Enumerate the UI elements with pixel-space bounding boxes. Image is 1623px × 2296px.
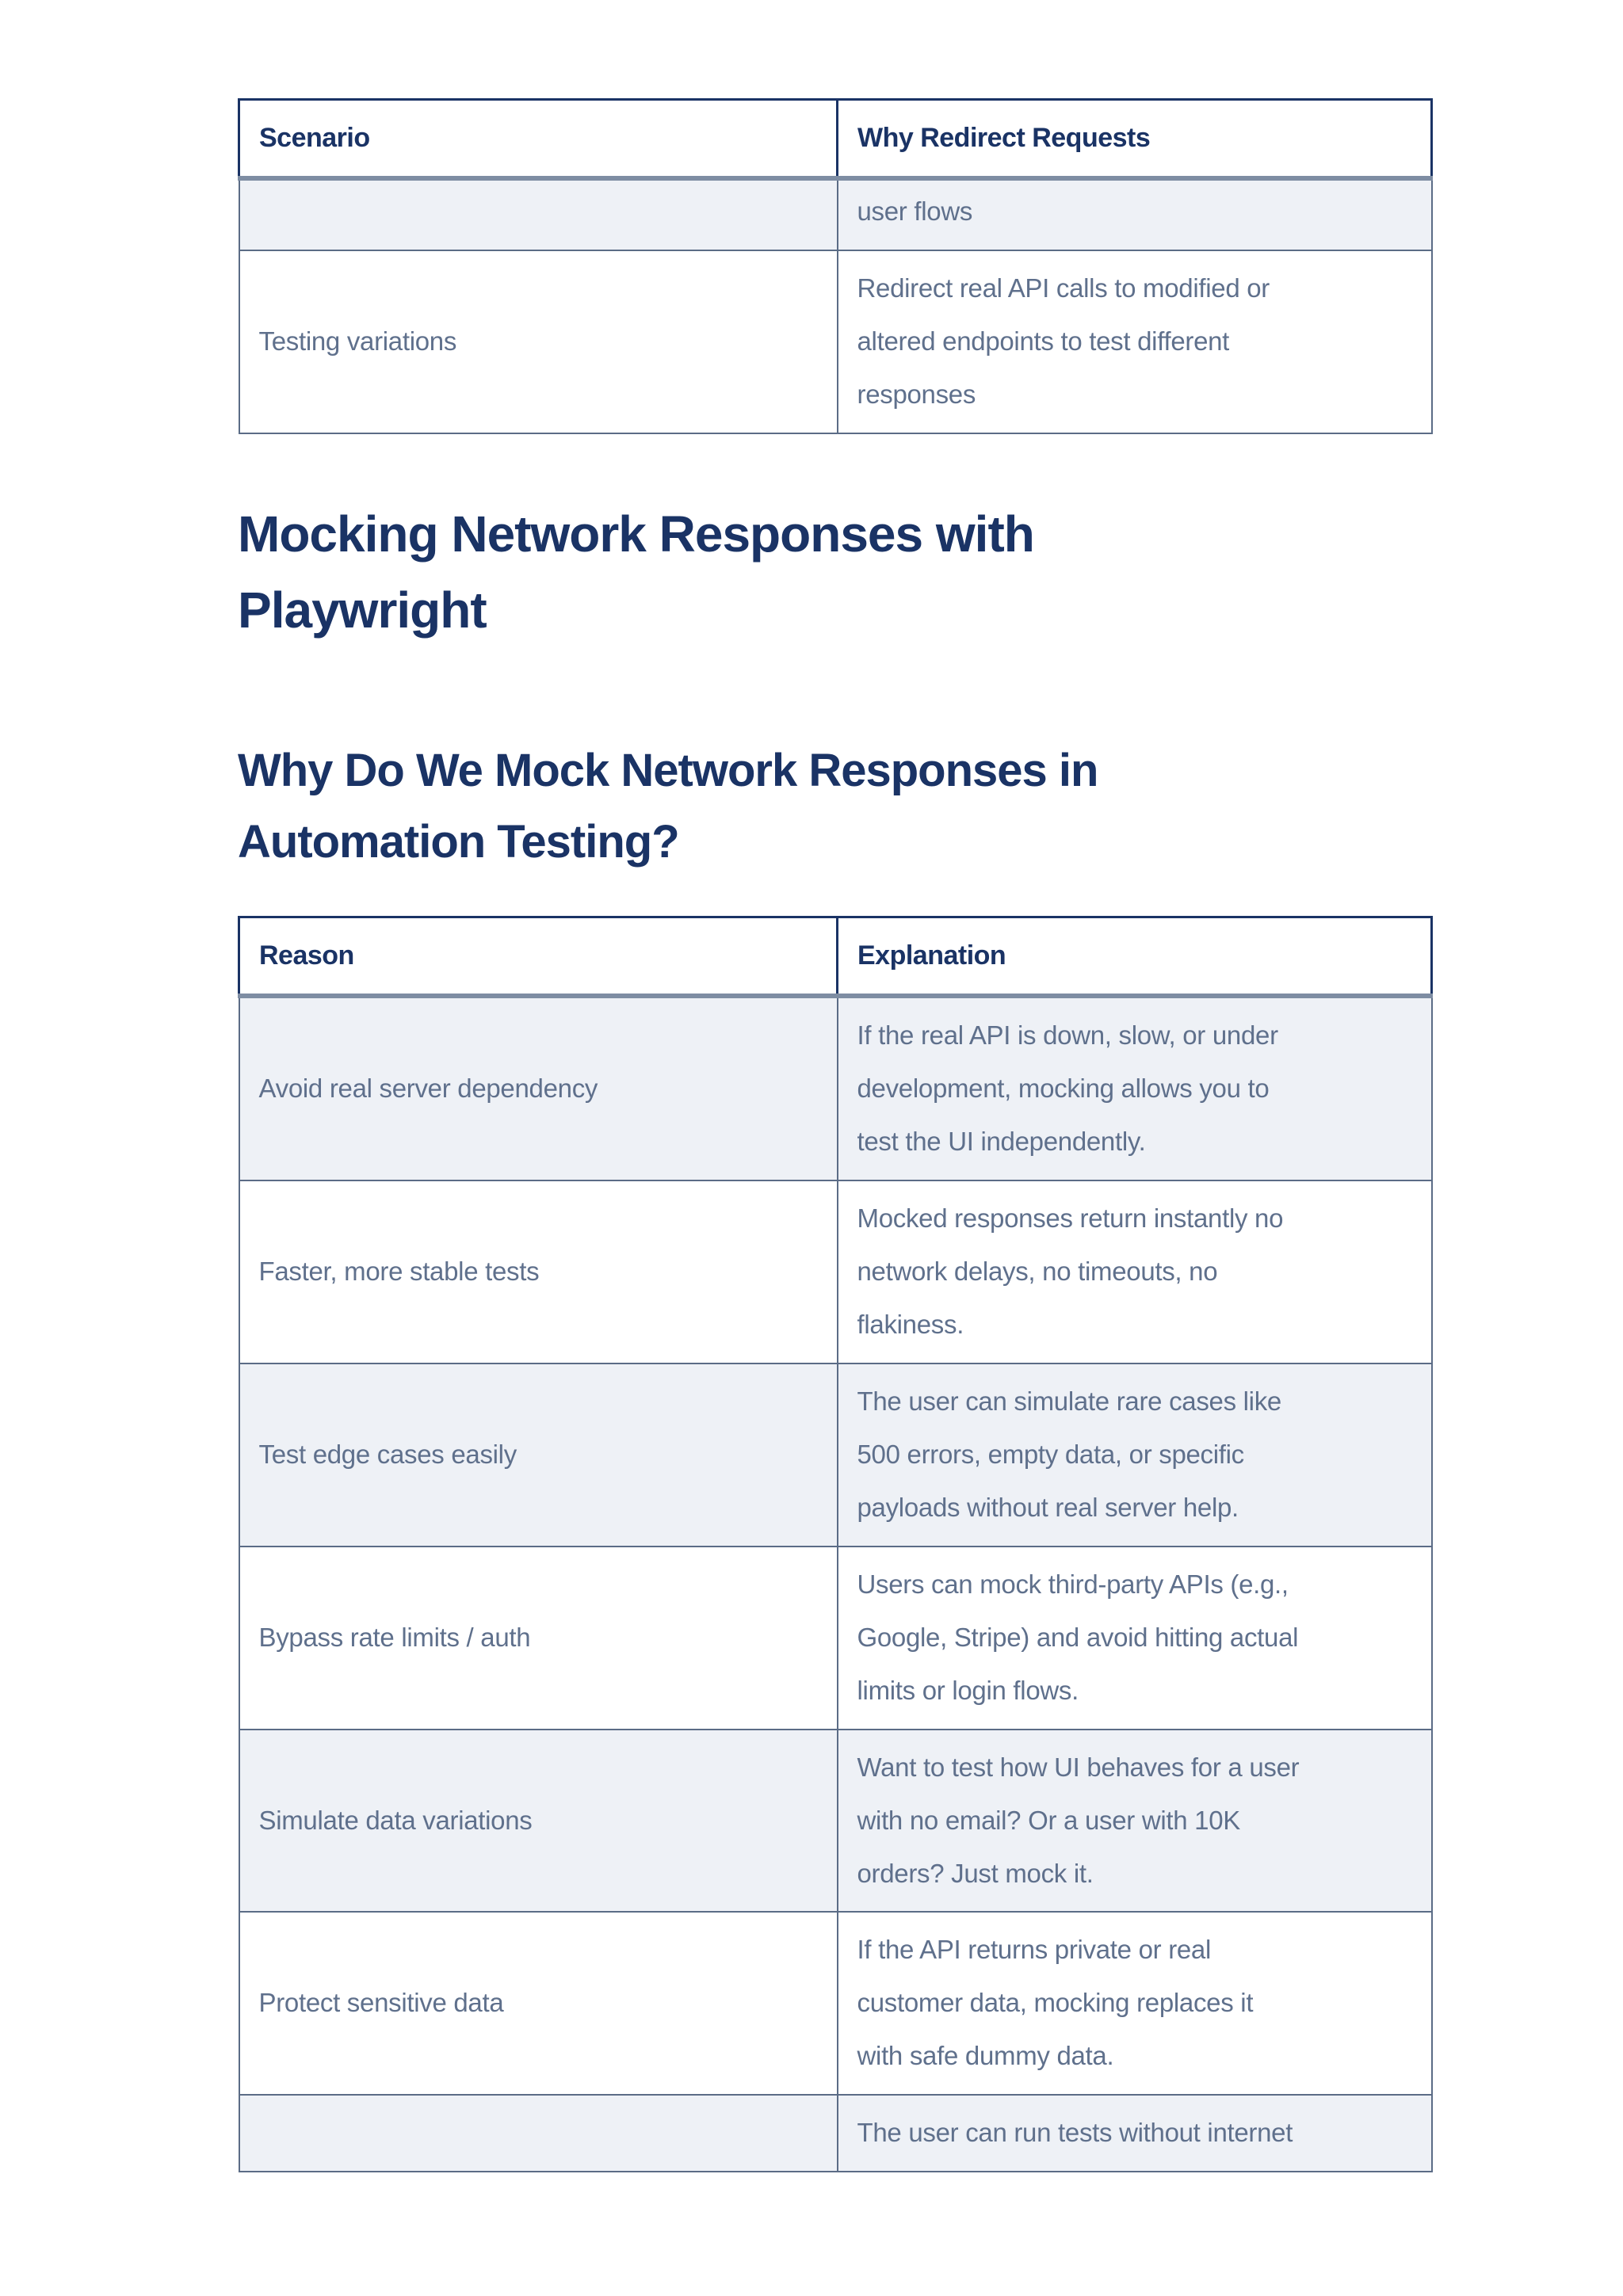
explanation-cell: The user can simulate rare cases like 50… [836, 1362, 1433, 1547]
scenario-cell [238, 177, 838, 251]
section-subheading-why-mock: Why Do We Mock Network Responses in Auto… [238, 744, 1098, 868]
table-header-row: Reason Explanation [238, 915, 1433, 998]
table-header-row: Scenario Why Redirect Requests [238, 98, 1433, 181]
explanation-cell: If the real API is down, slow, or under … [836, 994, 1433, 1181]
explanation-cell: Mocked responses return instantly no net… [836, 1179, 1433, 1364]
reason-cell [238, 2094, 838, 2173]
why-cell: user flows [836, 177, 1433, 251]
reason-cell: Avoid real server dependency [238, 994, 838, 1181]
table-row: Avoid real server dependency If the real… [238, 994, 1433, 1181]
scenario-cell: Testing variations [238, 249, 838, 434]
column-header-explanation: Explanation [836, 915, 1433, 998]
reason-cell: Faster, more stable tests [238, 1179, 838, 1364]
reason-cell: Simulate data variations [238, 1728, 838, 1913]
column-header-reason: Reason [238, 915, 838, 998]
why-cell: Redirect real API calls to modified or a… [836, 249, 1433, 434]
table-row: Test edge cases easily The user can simu… [238, 1362, 1433, 1547]
table-row: user flows [238, 177, 1433, 251]
column-header-why-redirect: Why Redirect Requests [836, 98, 1433, 181]
explanation-cell: If the API returns private or real custo… [836, 1911, 1433, 2096]
table-row: Testing variations Redirect real API cal… [238, 249, 1433, 434]
table-row: Faster, more stable tests Mocked respons… [238, 1179, 1433, 1364]
explanation-cell: The user can run tests without internet [836, 2094, 1433, 2173]
reason-cell: Test edge cases easily [238, 1362, 838, 1547]
article-content: Scenario Why Redirect Requests user flow… [238, 0, 1433, 2173]
explanation-cell: Want to test how UI behaves for a user w… [836, 1728, 1433, 1913]
table-row: The user can run tests without internet [238, 2094, 1433, 2173]
reason-cell: Protect sensitive data [238, 1911, 838, 2096]
explanation-cell: Users can mock third-party APIs (e.g., G… [836, 1545, 1433, 1730]
page-viewport: Scenario Why Redirect Requests user flow… [238, 0, 1433, 2173]
table-row: Bypass rate limits / auth Users can mock… [238, 1545, 1433, 1730]
redirect-scenarios-table: Scenario Why Redirect Requests user flow… [238, 98, 1433, 434]
column-header-scenario: Scenario [238, 98, 838, 181]
reason-cell: Bypass rate limits / auth [238, 1545, 838, 1730]
table-row: Simulate data variations Want to test ho… [238, 1728, 1433, 1913]
section-heading-mocking: Mocking Network Responses with Playwrigh… [238, 505, 1035, 639]
mocking-reasons-table: Reason Explanation Avoid real server dep… [238, 915, 1433, 2173]
table-row: Protect sensitive data If the API return… [238, 1911, 1433, 2096]
